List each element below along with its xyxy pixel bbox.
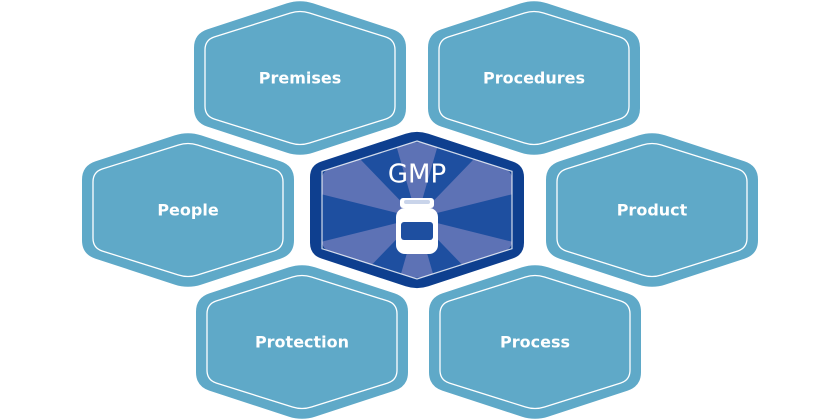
node-hexagon xyxy=(82,133,294,287)
medicine-bottle-icon xyxy=(396,198,438,254)
node-label: People xyxy=(157,201,219,220)
node-hexagon xyxy=(428,1,640,155)
node-product: Product xyxy=(546,133,758,287)
node-people: People xyxy=(82,133,294,287)
node-inner-border xyxy=(206,274,398,410)
node-premises: Premises xyxy=(194,1,406,155)
node-inner-border xyxy=(439,274,631,410)
node-hexagon xyxy=(429,265,641,419)
center-hexagon-inner-border xyxy=(321,140,513,280)
node-inner-border xyxy=(204,10,396,146)
bottle-label xyxy=(401,222,433,240)
node-inner-border xyxy=(556,142,748,278)
node-protection: Protection xyxy=(196,265,408,419)
node-label: Protection xyxy=(255,333,349,352)
node-procedures: Procedures xyxy=(428,1,640,155)
node-inner-border xyxy=(438,10,630,146)
bottle-cap-rim xyxy=(404,200,430,204)
node-label: Premises xyxy=(259,69,342,88)
node-hexagon xyxy=(196,265,408,419)
center-label: GMP xyxy=(388,160,446,190)
node-label: Product xyxy=(617,201,688,220)
node-process: Process xyxy=(429,265,641,419)
node-label: Process xyxy=(500,333,570,352)
node-hexagon xyxy=(546,133,758,287)
node-inner-border xyxy=(92,142,284,278)
node-label: Procedures xyxy=(483,69,585,88)
node-hexagon xyxy=(194,1,406,155)
